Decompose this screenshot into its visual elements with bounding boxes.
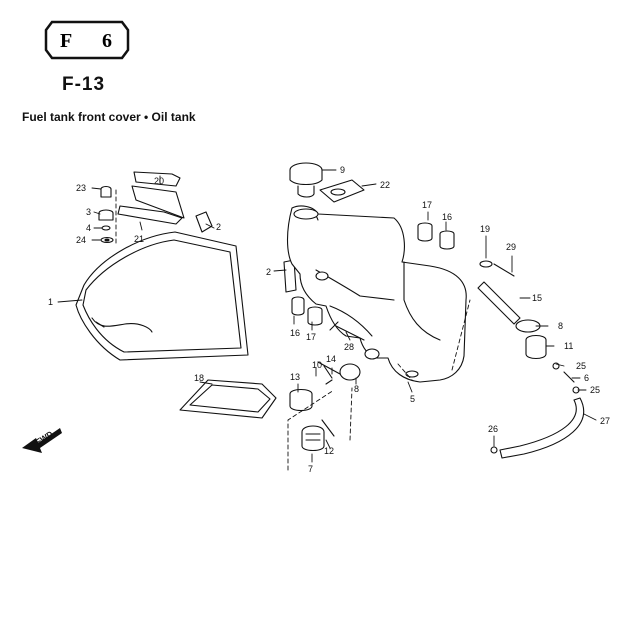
rubber-strips: [117, 171, 185, 225]
section-badge: F 6: [44, 20, 130, 60]
fwd-arrow-icon: [22, 428, 62, 453]
callout-16b: 16: [442, 212, 452, 222]
filler-cap: [289, 162, 365, 203]
grommets: [195, 211, 297, 293]
bolt: [329, 321, 365, 341]
callout-2a: 2: [216, 222, 221, 232]
callout-29: 29: [506, 242, 516, 252]
callout-25a: 25: [576, 361, 586, 371]
clamps: [317, 361, 361, 385]
section-letter: F: [60, 30, 72, 52]
callout-17a: 17: [306, 332, 316, 342]
callout-19: 19: [480, 224, 490, 234]
assembly-lines: [115, 189, 471, 471]
callout-8b: 8: [354, 384, 359, 394]
callout-1: 1: [48, 297, 53, 307]
callout-2b: 2: [266, 267, 271, 277]
callout-8a: 8: [558, 321, 563, 331]
callout-20: 20: [154, 176, 164, 186]
strainers: [289, 388, 335, 452]
callout-21: 21: [134, 234, 144, 244]
leader-lines: [57, 169, 597, 463]
callout-28: 28: [344, 342, 354, 352]
fuel-tank-front-cover: [75, 231, 249, 361]
callout-11: 11: [564, 341, 573, 351]
callout-26: 26: [488, 424, 498, 434]
callout-6: 6: [584, 373, 589, 383]
callout-24: 24: [76, 235, 86, 245]
callout-7: 7: [308, 464, 313, 474]
cover-pad: [179, 379, 277, 419]
badge-frame: [44, 20, 130, 60]
diagram-title: Fuel tank front cover • Oil tank: [22, 110, 196, 124]
callout-3: 3: [86, 207, 91, 217]
callout-15: 15: [532, 293, 542, 303]
section-number: 6: [102, 30, 112, 52]
callout-13: 13: [290, 372, 300, 382]
oil-tank: [286, 205, 467, 383]
callout-17b: 17: [422, 200, 432, 210]
callout-numbers: 1 2 2 3 4 5 6 7 8 8 9 10 11 12 13 14 15 …: [48, 165, 610, 474]
callout-22: 22: [380, 180, 390, 190]
callout-14: 14: [326, 354, 336, 364]
callout-10: 10: [312, 360, 322, 370]
callout-12: 12: [324, 446, 334, 456]
callout-18: 18: [194, 373, 204, 383]
callout-4: 4: [86, 223, 91, 233]
callout-5: 5: [410, 394, 415, 404]
diagram-code: F-13: [62, 74, 106, 95]
collars: [291, 222, 455, 326]
callout-9: 9: [340, 165, 345, 175]
oil-line-assembly: [477, 260, 580, 394]
callout-23: 23: [76, 183, 86, 193]
callout-27: 27: [600, 416, 610, 426]
callout-16a: 16: [290, 328, 300, 338]
oil-hose: [490, 397, 585, 459]
mounting-hardware: [98, 185, 114, 244]
callout-25b: 25: [590, 385, 600, 395]
